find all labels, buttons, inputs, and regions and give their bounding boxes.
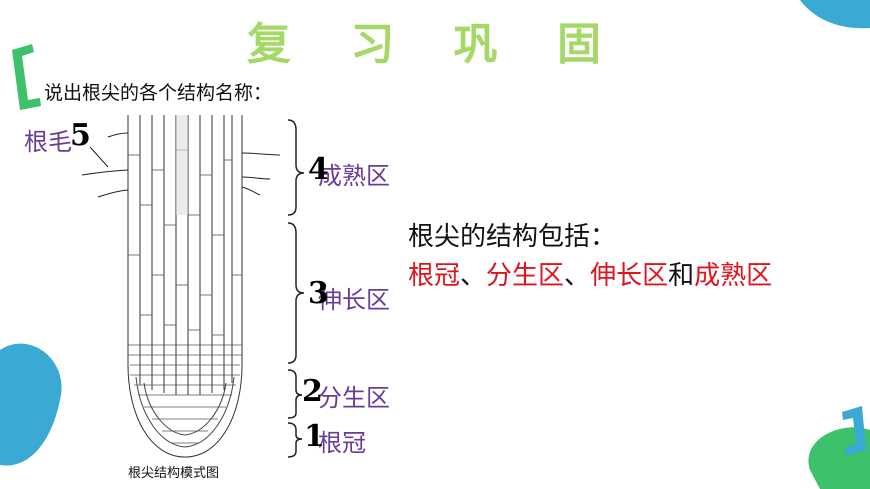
root-hair-right-2 xyxy=(241,176,271,180)
root-hair-right-3 xyxy=(241,186,261,196)
root-hair-right-1 xyxy=(241,152,281,156)
page-title: 复 习 巩 固 xyxy=(247,19,623,70)
root-hair-number: 5 xyxy=(70,118,91,153)
region-number-4: 4 xyxy=(308,152,329,187)
part-elongation: 伸长区 xyxy=(590,261,669,291)
separator: 、 xyxy=(460,261,487,291)
brace-root-cap xyxy=(287,422,303,458)
separator: 和 xyxy=(668,261,695,291)
part-root-cap: 根冠 xyxy=(408,261,461,291)
region-label-elongation: 伸长区 xyxy=(318,286,390,314)
region-number-2: 2 xyxy=(302,374,323,409)
part-maturation: 成熟区 xyxy=(694,261,773,291)
bottom-right-blob xyxy=(808,427,870,489)
summary-line: 根冠、分生区、伸长区和成熟区 xyxy=(408,255,772,292)
right-bracket-deco xyxy=(842,406,866,456)
region-label-root-cap: 根冠 xyxy=(318,429,366,457)
region-label-meristem: 分生区 xyxy=(318,384,390,412)
top-right-blob xyxy=(800,0,870,29)
separator: 、 xyxy=(564,261,591,291)
root-hair-left-3 xyxy=(107,132,129,138)
region-number-3: 3 xyxy=(308,276,329,311)
brace-meristem xyxy=(287,369,303,419)
root-hair-label: 根毛 xyxy=(24,128,72,156)
summary-heading: 根尖的结构包括： xyxy=(408,222,617,252)
root-hair-left-1 xyxy=(81,169,129,176)
root-outline xyxy=(127,115,243,458)
diagram-caption: 根尖结构模式图 xyxy=(128,466,220,481)
brace-elongation xyxy=(287,222,305,364)
root-hair-left-2 xyxy=(97,189,129,198)
prompt-text: 说出根尖的各个结构名称： xyxy=(44,82,273,104)
region-label-maturation: 成熟区 xyxy=(318,162,390,190)
brace-maturation xyxy=(287,119,305,216)
vascular-shading xyxy=(176,115,188,215)
left-bracket-deco xyxy=(12,44,41,110)
region-number-1: 1 xyxy=(304,419,325,454)
root-tip-diagram xyxy=(81,115,305,458)
bottom-left-blob xyxy=(0,343,62,466)
part-meristem: 分生区 xyxy=(486,261,565,291)
root-hair-pointer xyxy=(89,146,109,168)
